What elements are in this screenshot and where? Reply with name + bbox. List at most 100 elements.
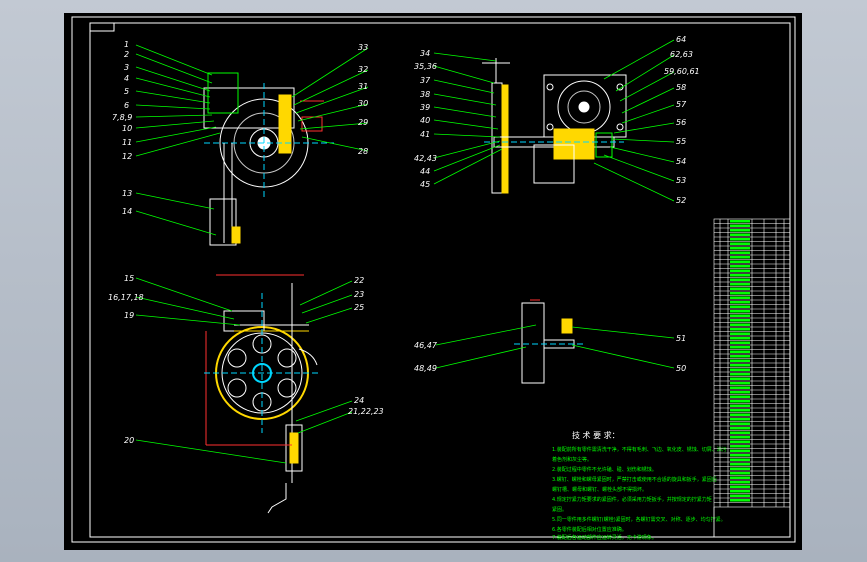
coupling	[595, 132, 613, 158]
table-cell-text	[730, 436, 750, 439]
label-37: 37	[420, 76, 431, 85]
label-32: 32	[358, 65, 368, 74]
table-cell-text	[730, 368, 750, 371]
label-64: 64	[676, 35, 686, 44]
parts-list-table	[713, 218, 791, 538]
label-20: 20	[124, 436, 134, 445]
label-14: 14	[122, 207, 132, 216]
label-30: 30	[358, 99, 368, 108]
label-6: 6	[124, 101, 129, 110]
bolt-1	[546, 83, 554, 91]
table-cell-text	[730, 251, 750, 254]
pawl	[298, 348, 318, 366]
table-cell-text	[730, 413, 750, 416]
drawing-canvas[interactable]: 1 2 3 4 5 6 7,8,9 10 11 12 13 14 33 32 3…	[64, 13, 802, 550]
label-59-60-61: 59,60,61	[664, 67, 700, 76]
label-29: 29	[358, 118, 368, 127]
label-31: 31	[358, 82, 368, 91]
hole-5	[227, 378, 247, 398]
title-tag-box	[89, 22, 115, 32]
note-line-7: 紧固。	[552, 506, 567, 513]
table-cell-text	[730, 247, 750, 250]
bottom-left-view	[204, 274, 320, 514]
table-cell-text	[730, 454, 750, 457]
label-24: 24	[354, 396, 364, 405]
table-cell-text	[730, 278, 750, 281]
table-cell-text	[730, 386, 750, 389]
table-cell-text	[730, 328, 750, 331]
label-15: 15	[124, 274, 134, 283]
label-46-47: 46,47	[414, 341, 438, 350]
motor-block	[207, 72, 239, 114]
note-line-1: 1.装配前所有零件需清洗干净，不得有毛刺、飞边、氧化皮、锈蚀、切屑、油污	[552, 446, 727, 453]
label-52: 52	[676, 196, 686, 205]
label-3: 3	[124, 63, 129, 72]
table-cell-text	[730, 296, 750, 299]
table-cell-text	[730, 373, 750, 376]
leader-lines	[135, 39, 675, 464]
table-cell-text	[730, 467, 750, 470]
leader-numbers-top-left-right: 33 32 31 30 29 28	[358, 43, 368, 156]
label-23: 23	[354, 290, 364, 299]
table-cell-text	[730, 269, 750, 272]
clamp-block	[285, 424, 303, 472]
table-cell-text	[730, 283, 750, 286]
table-cell-text	[730, 400, 750, 403]
table-cell-text	[730, 440, 750, 443]
label-33: 33	[358, 43, 368, 52]
label-50: 50	[676, 364, 686, 373]
label-45: 45	[420, 180, 430, 189]
label-56: 56	[676, 118, 686, 127]
table-cell-text	[730, 350, 750, 353]
table-cell-text	[730, 476, 750, 479]
detail-view	[514, 299, 584, 384]
sheet-outer-frame	[71, 16, 796, 543]
bolt-4	[616, 123, 624, 131]
label-22: 22	[354, 276, 364, 285]
label-42-43: 42,43	[414, 154, 437, 163]
label-44: 44	[420, 167, 430, 176]
table-cell-text	[730, 391, 750, 394]
handle	[267, 483, 287, 514]
table-cell-text	[730, 292, 750, 295]
table-cell-text	[730, 445, 750, 448]
table-cell-text	[730, 310, 750, 313]
bracket-lower	[209, 198, 237, 246]
dim-box	[301, 116, 323, 132]
label-55: 55	[676, 137, 686, 146]
table-cell-text	[730, 404, 750, 407]
table-cell-text	[730, 431, 750, 434]
label-48-49: 48,49	[414, 364, 437, 373]
label-58: 58	[676, 83, 686, 92]
title-block	[713, 506, 791, 538]
label-4: 4	[124, 74, 129, 83]
table-cell-text	[730, 305, 750, 308]
label-10: 10	[122, 124, 132, 133]
table-cell-text	[730, 238, 750, 241]
table-cell-text	[730, 256, 750, 259]
pulley-core	[578, 101, 590, 113]
table-cell-text	[730, 409, 750, 412]
table-cell-text	[730, 485, 750, 488]
label-40: 40	[420, 116, 430, 125]
table-cell-text	[730, 472, 750, 475]
note-line-9: 6.各零件装配后相对位置应准确。	[552, 526, 627, 533]
hole-4	[277, 348, 297, 368]
table-cell-text	[730, 220, 750, 223]
cad-drawing: 1 2 3 4 5 6 7,8,9 10 11 12 13 14 33 32 3…	[71, 16, 796, 543]
table-cell-text	[730, 229, 750, 232]
label-1: 1	[124, 40, 129, 49]
label-25: 25	[354, 303, 364, 312]
label-34: 34	[420, 49, 430, 58]
leader-numbers-top-right-left: 34 35,36 37 38 39 40 41 42,43 44 45	[414, 49, 437, 189]
hole-3	[227, 348, 247, 368]
table-cell-text	[730, 233, 750, 236]
label-13: 13	[122, 189, 132, 198]
leader-numbers-detail: 46,47 48,49 51 50	[414, 334, 686, 373]
table-cell-text	[730, 287, 750, 290]
table-cell-text	[730, 418, 750, 421]
table-cell-text	[730, 463, 750, 466]
top-right-view	[482, 58, 627, 194]
flange-plate	[278, 94, 292, 154]
